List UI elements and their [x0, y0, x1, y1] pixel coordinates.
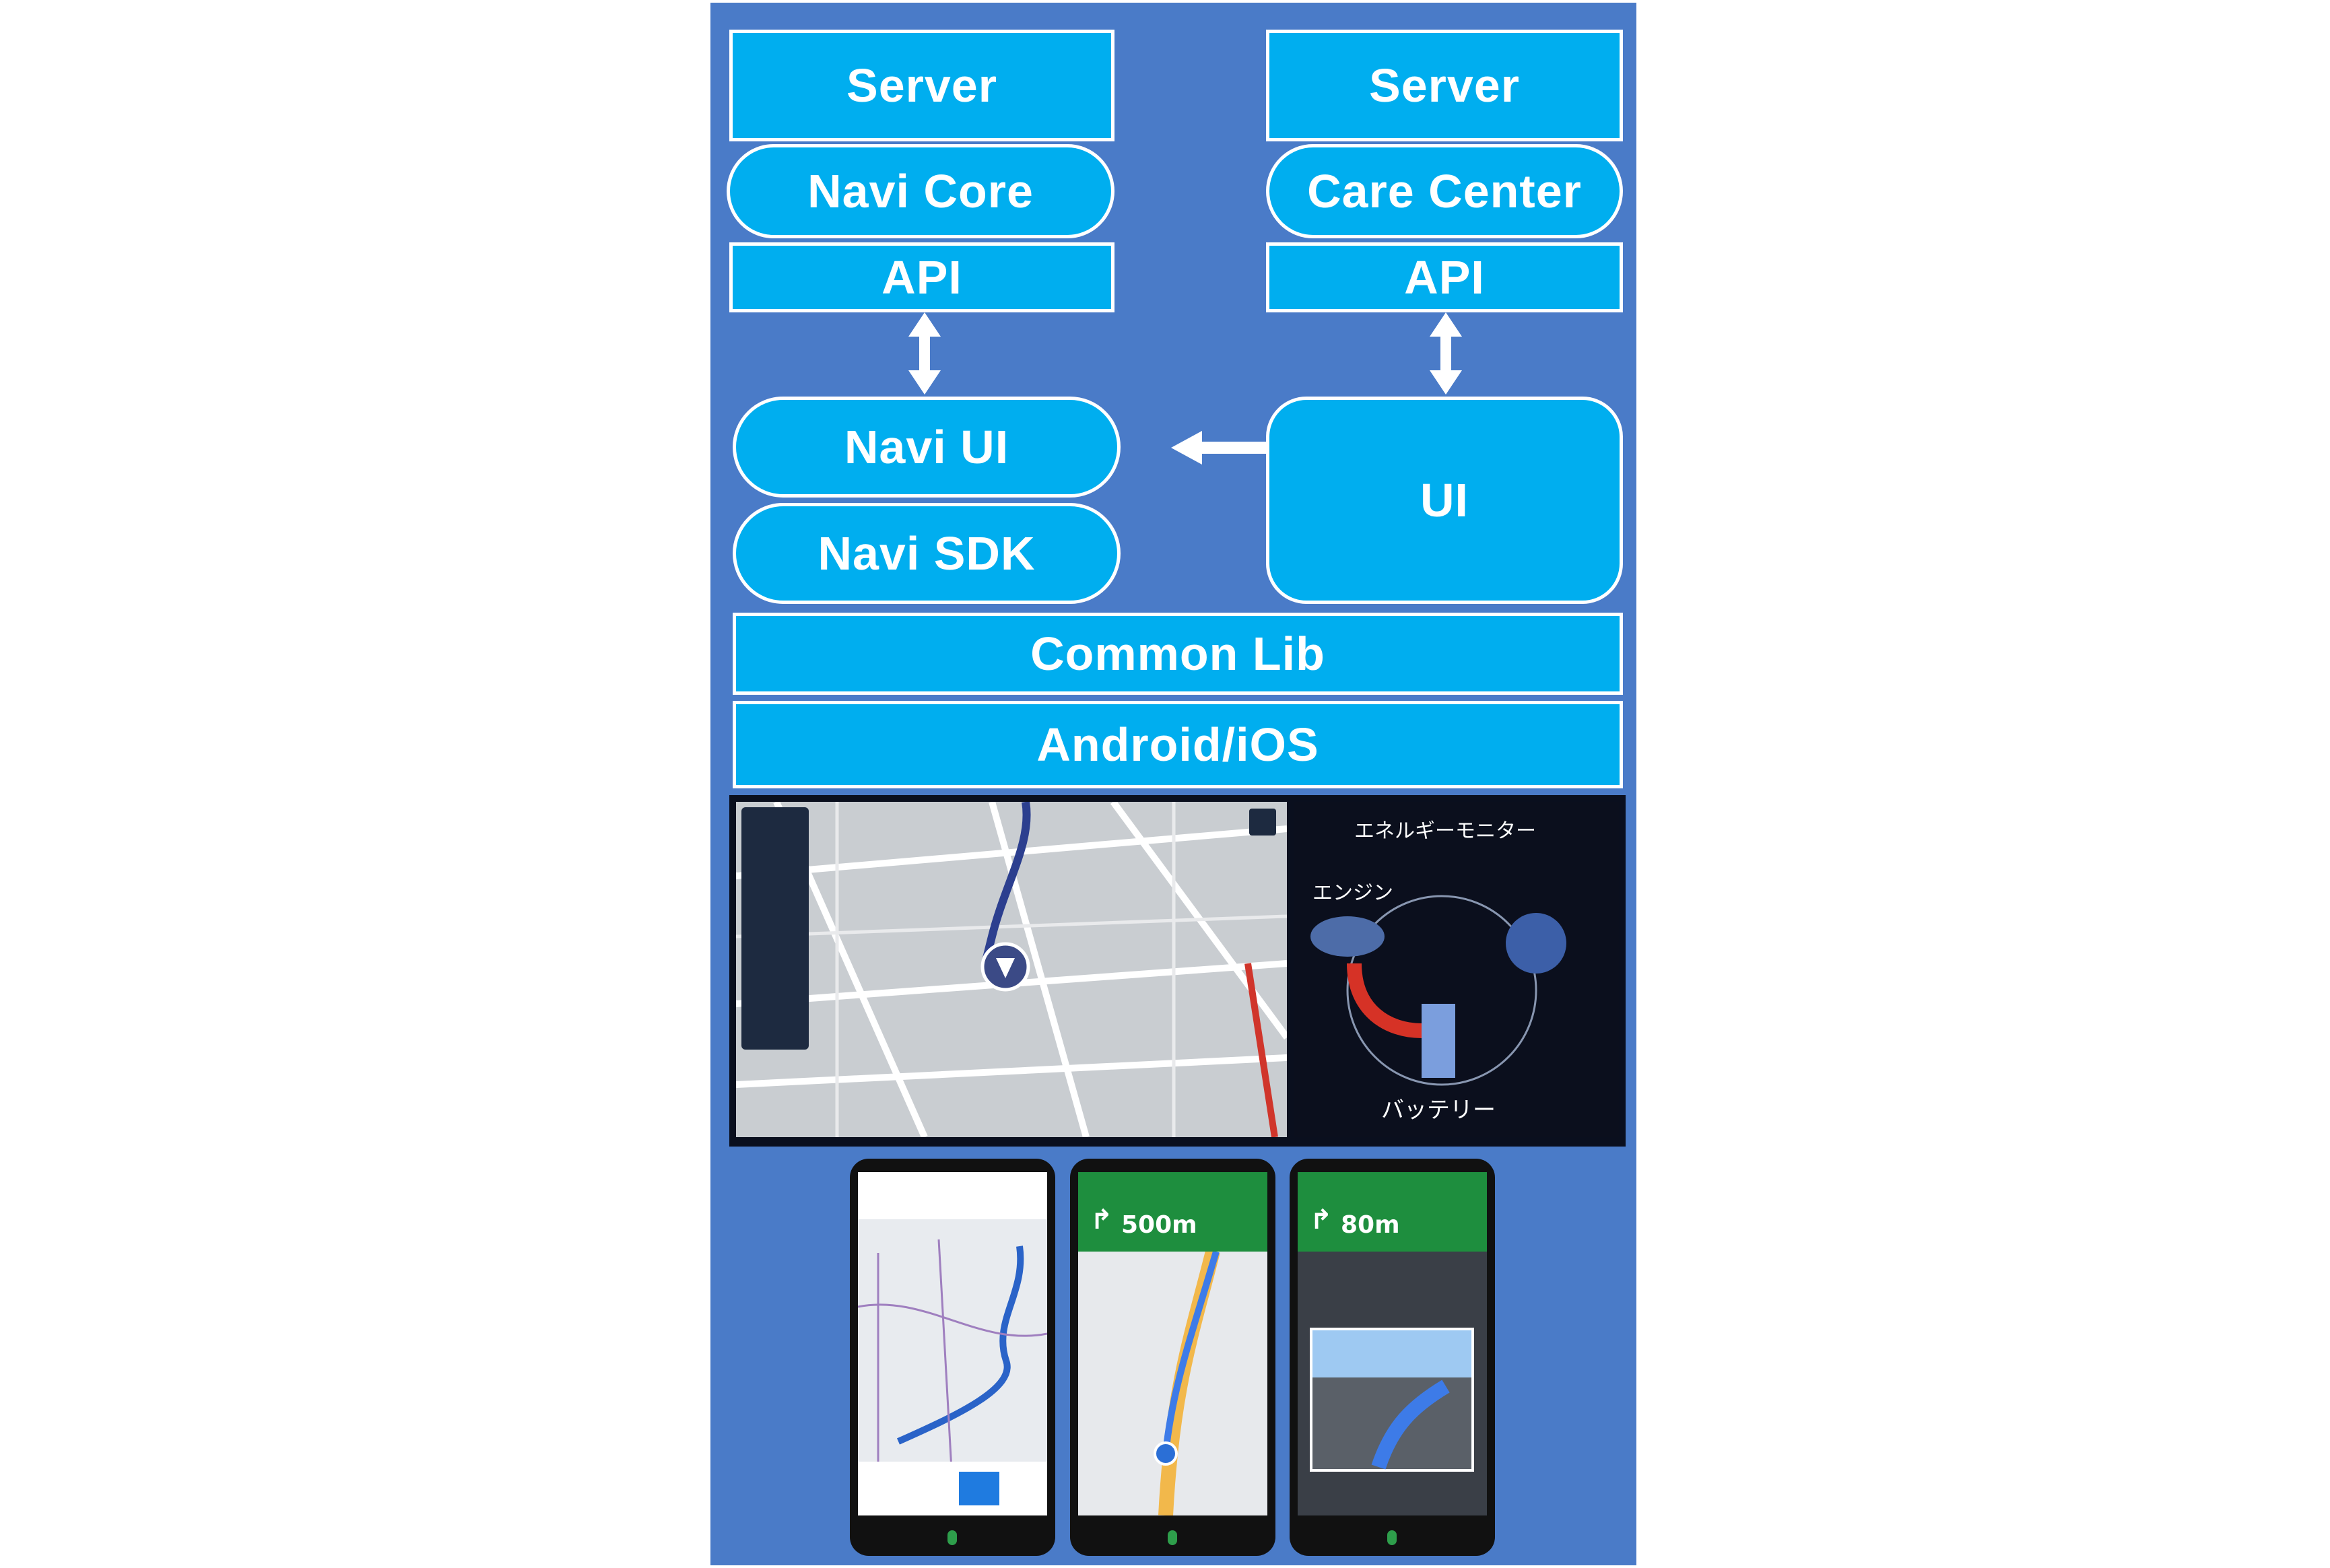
- ui-box: UI: [1266, 397, 1623, 604]
- phone-2-screen: ↱ 500m: [1078, 1172, 1267, 1515]
- side-icon-bar: [1578, 862, 1619, 1091]
- left-api-box: API: [729, 242, 1114, 312]
- navi-ui-label: Navi UI: [844, 421, 1009, 473]
- platform-label: Android/iOS: [1036, 718, 1319, 771]
- navi-sdk-box: Navi SDK: [733, 503, 1121, 604]
- phone-2-map: [1154, 1252, 1220, 1515]
- horizontal-arrow: [1171, 431, 1271, 465]
- navi-core-label: Navi Core: [807, 165, 1034, 217]
- phone-3-distance: 80m: [1341, 1211, 1400, 1239]
- phone-2-mic-icon[interactable]: [1168, 1530, 1177, 1545]
- connector-arrows: [908, 312, 1462, 395]
- phone-1-screen: [857, 1172, 1048, 1515]
- right-api-box: API: [1266, 242, 1623, 312]
- right-server-box: Server: [1266, 30, 1623, 141]
- energy-monitor-title: エネルギーモニター: [1354, 819, 1536, 843]
- car-display-screenshot: エネルギーモニター エンジン バッテリー: [729, 795, 1626, 1147]
- engine-label: エンジン: [1312, 881, 1393, 905]
- map-menu-icon[interactable]: [1249, 809, 1276, 836]
- phone-3: ↱ 80m: [1290, 1159, 1495, 1556]
- phone-2: ↱ 500m: [1070, 1159, 1275, 1556]
- right-server-label: Server: [1369, 59, 1520, 112]
- common-lib-label: Common Lib: [1030, 627, 1325, 680]
- phone-3-mic-icon[interactable]: [1387, 1530, 1397, 1545]
- energy-monitor: エネルギーモニター エンジン バッテリー: [1294, 802, 1619, 1137]
- right-api-label: API: [1404, 251, 1485, 304]
- phone-2-turn-icon: ↱: [1090, 1204, 1113, 1235]
- phone-3-turn-icon: ↱: [1310, 1204, 1333, 1235]
- diagram-panel: Server Navi Core API Server Care Center …: [710, 3, 1636, 1565]
- navi-ui-box: Navi UI: [733, 397, 1121, 498]
- map-area: [736, 802, 1287, 1137]
- phone-2-nav-header: ↱ 500m: [1078, 1172, 1267, 1252]
- care-center-label: Care Center: [1307, 165, 1582, 217]
- left-api-label: API: [881, 251, 962, 304]
- map-streets: [736, 802, 1287, 1137]
- left-server-label: Server: [846, 59, 997, 112]
- phone-1: [850, 1159, 1055, 1556]
- phone-3-nav-header: ↱ 80m: [1298, 1172, 1487, 1252]
- care-center-box: Care Center: [1266, 144, 1623, 238]
- battery-label: バッテリー: [1381, 1097, 1496, 1124]
- navi-sdk-label: Navi SDK: [818, 527, 1036, 580]
- navi-core-box: Navi Core: [727, 144, 1114, 238]
- phone-3-junction-view: [1310, 1328, 1474, 1472]
- phone-1-map: [857, 1172, 1048, 1515]
- map-info-panel: [741, 807, 809, 1050]
- phone-3-screen: ↱ 80m: [1298, 1172, 1487, 1515]
- left-server-box: Server: [729, 30, 1114, 141]
- platform-box: Android/iOS: [733, 701, 1623, 788]
- ui-label: UI: [1420, 474, 1469, 526]
- energy-flow-graphic: [1310, 895, 1566, 1086]
- phone-2-distance: 500m: [1121, 1211, 1197, 1239]
- phone-1-mic-icon[interactable]: [947, 1530, 957, 1545]
- common-lib-box: Common Lib: [733, 613, 1623, 695]
